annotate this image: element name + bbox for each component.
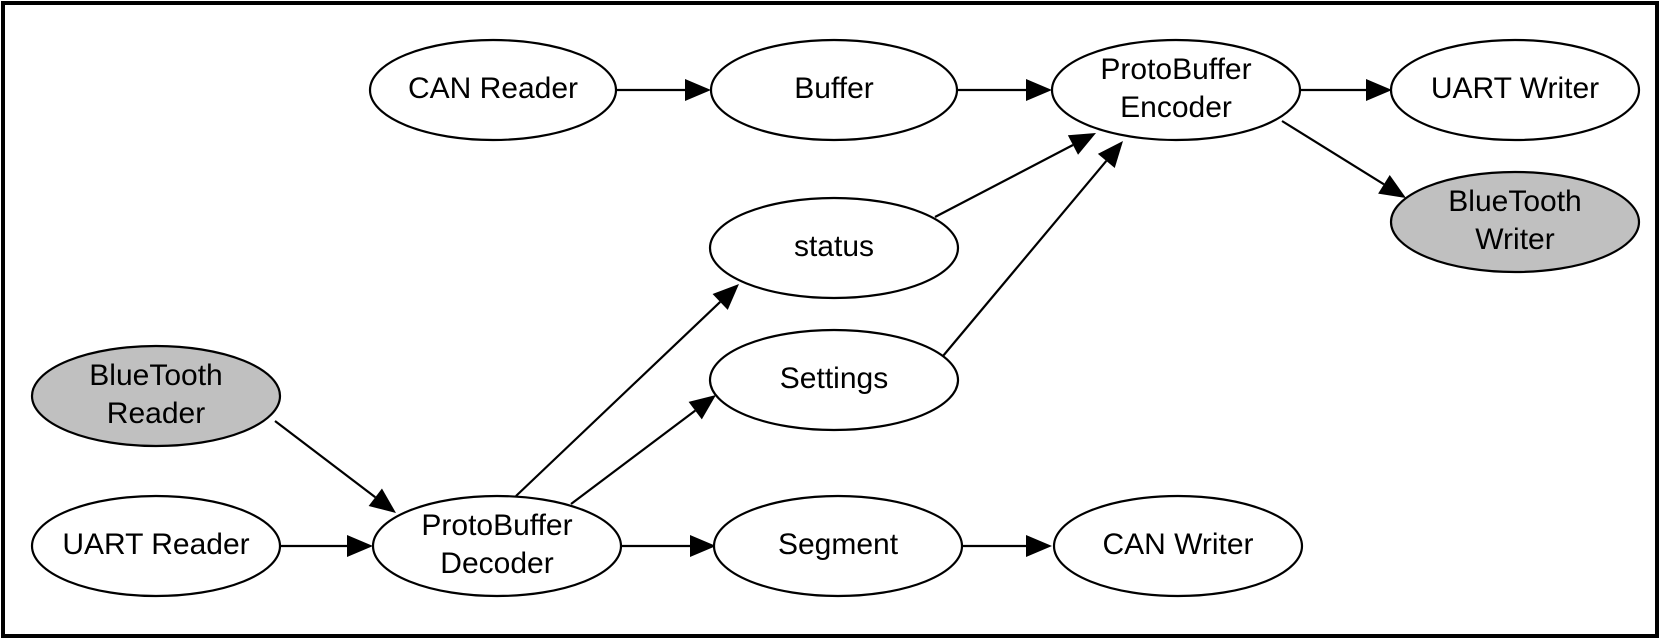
edge-protobuffer-decoder-to-status: [515, 284, 739, 497]
node-label: ProtoBuffer: [421, 509, 572, 542]
node-ellipse: [1050, 38, 1302, 142]
node-label: CAN Writer: [1102, 528, 1253, 561]
node-can-reader: CAN Reader: [368, 38, 618, 142]
node-label: BlueTooth: [89, 359, 222, 392]
arrowhead-icon: [712, 284, 739, 310]
node-label: Encoder: [1120, 91, 1232, 124]
node-uart-writer: UART Writer: [1389, 38, 1641, 142]
node-label: Writer: [1475, 223, 1554, 256]
edge-protobuffer-decoder-to-settings: [570, 395, 716, 505]
node-segment: Segment: [712, 494, 964, 598]
node-ellipse: [368, 38, 618, 142]
edge-segment-to-can-writer: [958, 535, 1052, 557]
node-label: status: [794, 230, 874, 263]
edge-line: [570, 409, 696, 505]
node-label: CAN Reader: [408, 72, 578, 105]
node-label: Buffer: [794, 72, 874, 105]
node-label: ProtoBuffer: [1100, 53, 1251, 86]
edge-settings-to-protobuffer-encoder: [942, 141, 1123, 357]
arrowhead-icon: [685, 79, 711, 101]
arrowhead-icon: [690, 535, 716, 557]
edge-line: [515, 301, 721, 497]
arrowhead-icon: [1097, 141, 1123, 168]
edge-can-reader-to-buffer: [617, 79, 711, 101]
node-ellipse: [1052, 494, 1304, 598]
node-ellipse: [30, 494, 282, 598]
edge-bluetooth-reader-to-protobuffer-decoder: [274, 420, 396, 513]
edges-layer: [274, 79, 1406, 557]
edge-uart-reader-to-protobuffer-decoder: [281, 535, 373, 557]
arrowhead-icon: [1378, 174, 1406, 198]
node-uart-reader: UART Reader: [30, 494, 282, 598]
edge-status-to-protobuffer-encoder: [934, 133, 1096, 218]
node-can-writer: CAN Writer: [1052, 494, 1304, 598]
node-label: Reader: [107, 397, 205, 430]
node-label: UART Writer: [1431, 72, 1599, 105]
arrowhead-icon: [368, 488, 396, 513]
node-label: UART Reader: [62, 528, 249, 561]
node-ellipse: [1389, 38, 1641, 142]
arrowhead-icon: [1366, 79, 1392, 101]
node-label: Settings: [780, 362, 888, 395]
arrowhead-icon: [347, 535, 373, 557]
arrowhead-icon: [1026, 79, 1052, 101]
node-status: status: [708, 196, 960, 300]
node-ellipse: [1389, 170, 1641, 274]
node-label: Decoder: [440, 547, 553, 580]
node-ellipse: [709, 38, 959, 142]
edge-protobuffer-decoder-to-segment: [622, 535, 716, 557]
node-ellipse: [708, 328, 960, 432]
node-ellipse: [30, 344, 282, 448]
edge-line: [1281, 120, 1385, 186]
node-label: BlueTooth: [1448, 185, 1581, 218]
edge-buffer-to-protobuffer-encoder: [958, 79, 1052, 101]
edge-protobuffer-encoder-to-uart-writer: [1300, 79, 1392, 101]
edge-line: [934, 144, 1074, 218]
arrowhead-icon: [1026, 535, 1052, 557]
edge-line: [274, 420, 376, 499]
node-ellipse: [708, 196, 960, 300]
edge-protobuffer-encoder-to-bluetooth-writer: [1281, 120, 1406, 198]
node-settings: Settings: [708, 328, 960, 432]
node-ellipse: [371, 494, 623, 598]
node-label: Segment: [778, 528, 899, 561]
arrowhead-icon: [688, 395, 716, 420]
node-ellipse: [712, 494, 964, 598]
node-buffer: Buffer: [709, 38, 959, 142]
arrowhead-icon: [1067, 133, 1096, 155]
edge-line: [942, 160, 1108, 357]
